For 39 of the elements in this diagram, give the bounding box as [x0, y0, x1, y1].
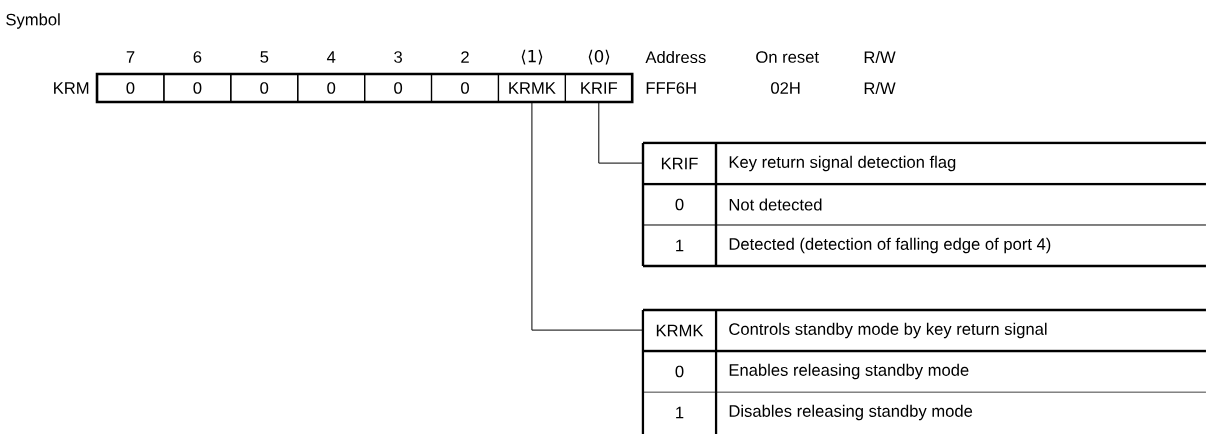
node-label: 0: [126, 82, 135, 94]
bit-number: ⟨0⟩: [588, 49, 610, 65]
description-text: Enables releasing standby mode: [729, 363, 969, 380]
column-heading: On reset: [756, 51, 819, 63]
access-value: R/W: [864, 81, 896, 95]
leader-line: [531, 102, 644, 331]
bit-value: 1: [676, 406, 684, 419]
bit-value: 1: [676, 239, 684, 252]
bit-cell: 0: [297, 73, 366, 103]
bit-cell: 0: [430, 73, 500, 103]
bit-cell: 0: [163, 73, 232, 103]
bit-number: 4: [326, 51, 336, 63]
bit-number: 2: [461, 51, 469, 63]
bit-name: KRMK: [656, 324, 704, 337]
description-heading: Controls standby mode by key return signal: [729, 322, 1047, 339]
description-text: Not detected: [729, 198, 822, 211]
bit-description-table: [641, 308, 1206, 434]
column-heading: Address: [645, 50, 706, 64]
bit-number: 6: [193, 51, 202, 63]
column-heading: R/W: [864, 50, 896, 64]
bit-description-table: [641, 141, 1206, 268]
reset-value: 02H: [771, 82, 800, 94]
bit-cell: KRIF: [564, 73, 633, 103]
bit-cell: 0: [230, 73, 299, 103]
bit-number: ⟨1⟩: [521, 49, 543, 65]
bit-value: 0: [675, 365, 684, 378]
bit-number: 7: [126, 51, 135, 63]
description-text: Disables releasing standby mode: [729, 404, 973, 421]
address-value: FFF6H: [646, 82, 696, 94]
bit-cell: 0: [364, 73, 433, 103]
bit-number: 5: [260, 51, 269, 63]
bit-name: KRIF: [661, 157, 698, 170]
column-heading: Symbol: [6, 13, 60, 29]
leader-line: [598, 102, 644, 164]
bit-cell: KRMK: [497, 73, 566, 103]
description-text: Detected (detection of falling edge of port 4): [729, 237, 1051, 254]
bit-value: 0: [675, 198, 684, 211]
description-heading: Key return signal detection flag: [729, 155, 956, 172]
bit-number: 3: [394, 51, 402, 63]
